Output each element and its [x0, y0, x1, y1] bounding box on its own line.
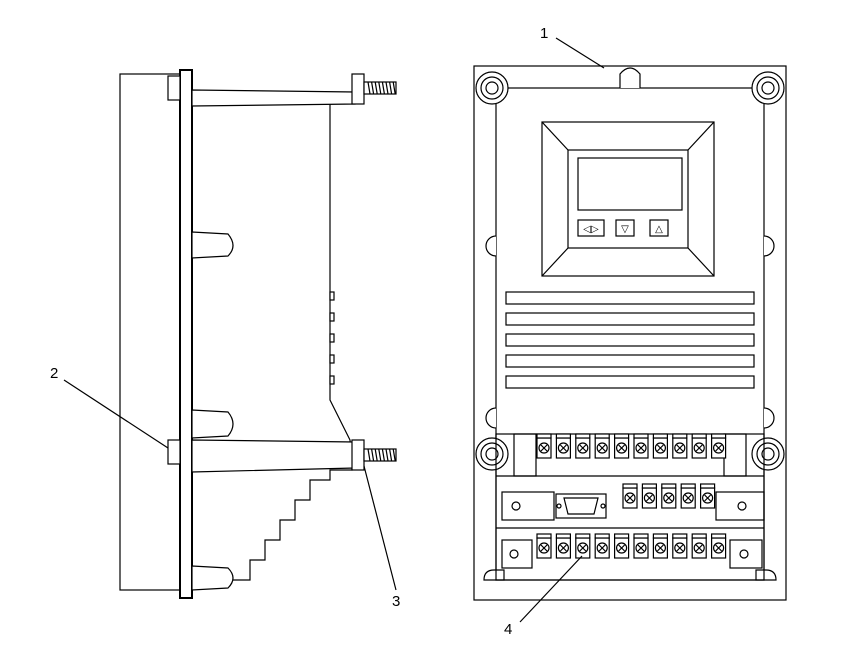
rail-mount-right: [715, 491, 765, 521]
terminal-screw: [691, 533, 707, 559]
terminal-screw: [672, 533, 688, 559]
terminal-screw: [575, 433, 591, 459]
terminal-screw: [699, 483, 716, 509]
panel-screw-top: [167, 75, 181, 101]
terminal-block-middle: [622, 483, 716, 509]
keypad: ◁▷ ▽ △: [577, 219, 669, 237]
side-clip-bottom: [191, 565, 234, 591]
top-mounting-tube: [191, 89, 356, 107]
mounting-hole-br: [751, 437, 785, 471]
lcd-screen: [577, 157, 683, 211]
ear-left-top: [485, 235, 497, 257]
terminal-screw: [622, 483, 638, 509]
terminal-screw: [652, 533, 669, 559]
bottom-stud-thread: [367, 448, 396, 462]
display-bezel-inner: [567, 149, 689, 249]
callout-2-label: 2: [50, 365, 58, 382]
terminal-screw: [633, 433, 649, 459]
bottom-mounting-tube: [191, 439, 356, 473]
terminal-screw: [641, 483, 658, 509]
terminal-screw: [613, 433, 630, 459]
callout-2: 2: [50, 365, 169, 449]
callout-3: 3: [363, 465, 400, 610]
terminal-screw: [575, 533, 591, 559]
vent-slot: [505, 354, 755, 368]
vent-slot: [505, 291, 755, 305]
terminal-screw: [613, 533, 630, 559]
key-up-label: △: [655, 224, 663, 235]
terminal-screw: [691, 433, 707, 459]
mounting-hole-bl: [475, 437, 509, 471]
vent-slots: [505, 291, 755, 389]
terminal-screw: [652, 433, 669, 459]
mounting-hole-tr: [751, 71, 785, 105]
side-view: [119, 69, 397, 599]
key-left-right-label: ◁▷: [583, 224, 599, 235]
terminal-screw: [710, 533, 727, 559]
side-buttons: [329, 291, 335, 385]
ear-left-bottom: [485, 407, 497, 429]
terminal-screw: [594, 533, 610, 559]
hanging-hook: [619, 67, 641, 88]
bottom-nut: [351, 439, 365, 471]
terminal-block-top: [536, 433, 727, 459]
front-view: ◁▷ ▽ △: [473, 65, 787, 601]
vent-slot: [505, 333, 755, 347]
mounting-hole-tl: [475, 71, 509, 105]
key-down-label: ▽: [621, 224, 629, 235]
serial-connector: [555, 493, 607, 519]
top-nut: [351, 73, 365, 105]
callout-4-label: 4: [504, 621, 512, 638]
terminal-screw: [536, 433, 552, 459]
vent-slot: [505, 375, 755, 389]
side-clip-upper: [191, 231, 234, 259]
terminal-screw: [661, 483, 677, 509]
vent-slot: [505, 312, 755, 326]
terminal-screw: [672, 433, 688, 459]
callout-4: 4: [504, 555, 583, 638]
key-left-right[interactable]: [577, 219, 605, 237]
front-panel-plate: [179, 69, 193, 599]
panel-screw-bottom: [167, 439, 181, 465]
corner-tab-br: [755, 569, 777, 581]
top-stud-thread: [367, 81, 396, 95]
side-enclosure-profile: [190, 99, 353, 581]
rail-mount-bottom-right: [729, 539, 763, 569]
side-housing-body: [119, 73, 181, 591]
terminal-screw: [555, 433, 572, 459]
terminal-screw: [710, 433, 727, 459]
terminal-screw: [680, 483, 696, 509]
callout-3-label: 3: [392, 593, 400, 610]
terminal-screw: [536, 533, 552, 559]
terminal-screw: [633, 533, 649, 559]
corner-tab-bl: [483, 569, 505, 581]
terminal-block-bottom: [536, 533, 727, 559]
key-down[interactable]: [615, 219, 635, 237]
side-clip-lower: [191, 409, 234, 439]
rail-mount-left: [501, 491, 555, 521]
terminal-screw: [594, 433, 610, 459]
rail-mount-bottom-left: [501, 539, 533, 569]
callout-1-label: 1: [540, 25, 548, 42]
ear-right-top: [763, 235, 775, 257]
key-up[interactable]: [649, 219, 669, 237]
terminal-screw: [555, 533, 572, 559]
callout-1: 1: [540, 25, 605, 69]
ear-right-bottom: [763, 407, 775, 429]
